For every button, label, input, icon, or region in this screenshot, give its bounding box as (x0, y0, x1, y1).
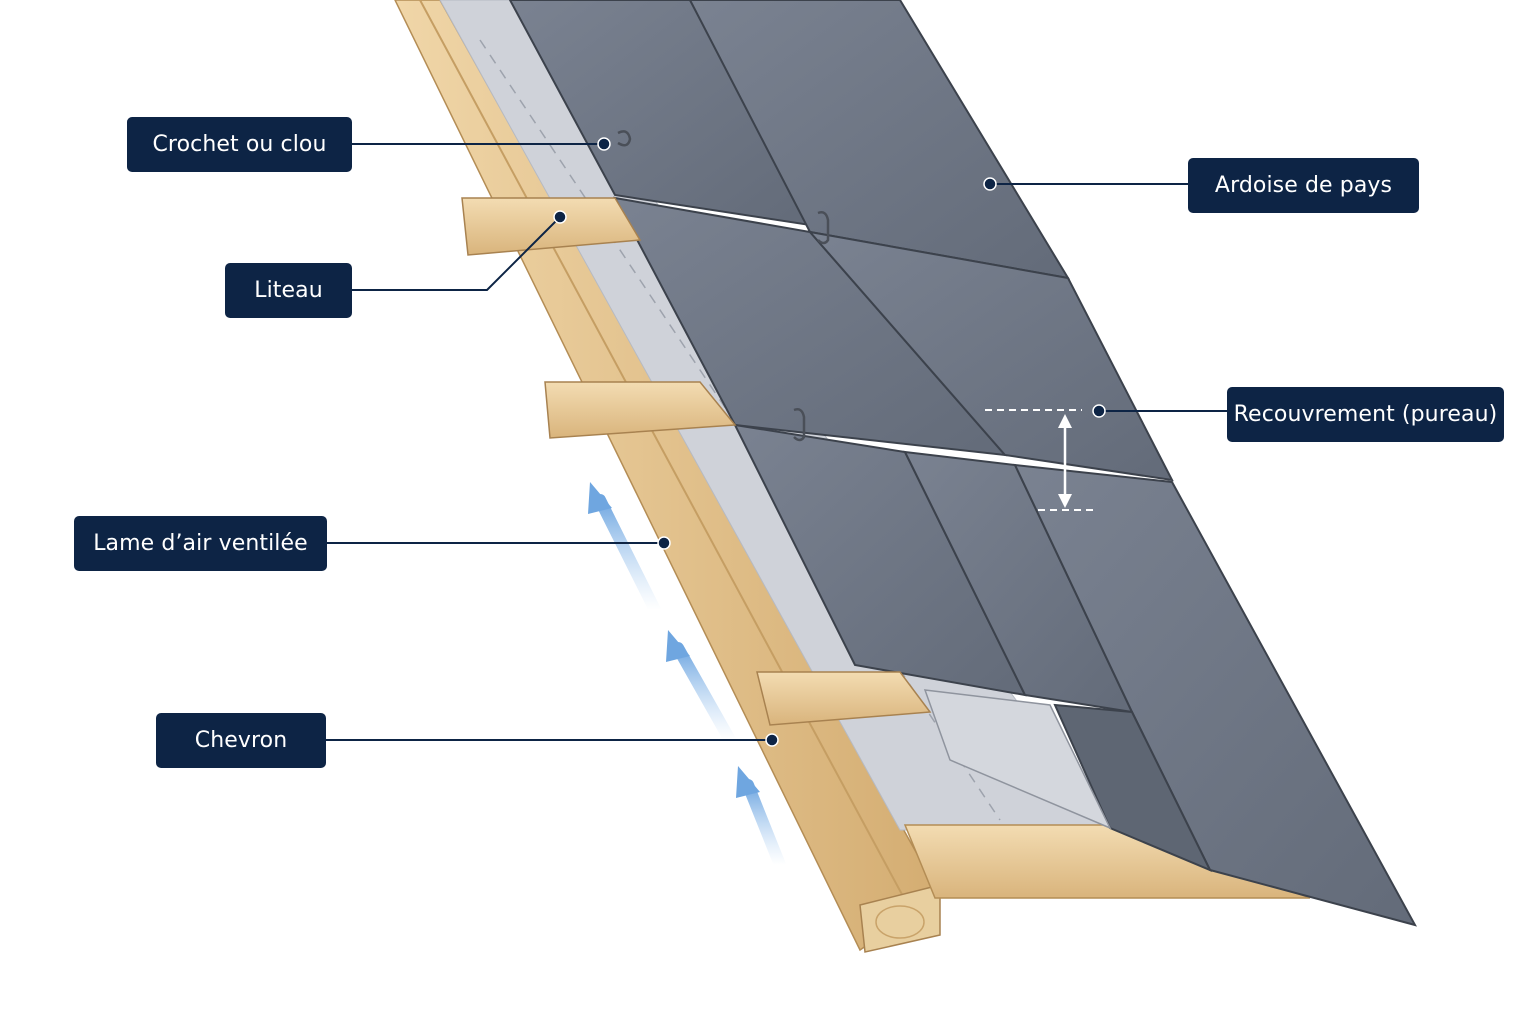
airflow-arrowhead (736, 766, 760, 798)
underlay-sheet (923, 689, 1112, 830)
label-air-gap: Lame d’air ventilée (74, 516, 327, 571)
overlap-arrowhead-down (1058, 494, 1072, 508)
bottom-plank (903, 824, 1311, 899)
rafter-rings (875, 905, 925, 939)
rafter-end-grain (859, 884, 941, 953)
hook-icon (817, 211, 830, 245)
leader-lines (326, 143, 1227, 741)
label-slate: Ardoise de pays (1188, 158, 1419, 213)
dot-air-gap (657, 536, 671, 550)
hook-icon (793, 408, 806, 442)
airflow-arrows (588, 482, 786, 871)
leader-dots (553, 137, 1106, 747)
airflow-arrow (594, 494, 661, 616)
dot-overlap (1092, 404, 1106, 418)
dot-rafter (765, 733, 779, 747)
slate-row3-right (1013, 463, 1418, 927)
hook-icon (617, 130, 632, 147)
dot-slate (983, 177, 997, 191)
batten-middle (544, 381, 737, 439)
airflow-arrow (672, 642, 736, 746)
slate-row2-right (807, 230, 1174, 482)
airflow-arrowhead (588, 482, 612, 514)
dot-hook (597, 137, 611, 151)
batten-bottom (756, 671, 932, 726)
airflow-arrow (742, 779, 786, 871)
label-overlap: Recouvrement (pureau) (1227, 387, 1504, 442)
label-batten: Liteau (225, 263, 352, 318)
rafter-edge (419, 0, 906, 901)
airflow-arrowhead (666, 630, 690, 662)
label-hook: Crochet ou clou (127, 117, 352, 172)
dot-batten (553, 210, 567, 224)
label-rafter: Chevron (156, 713, 326, 768)
slate-row4 (1053, 703, 1213, 872)
leader-batten (352, 216, 561, 291)
overlap-arrowhead-up (1058, 414, 1072, 428)
